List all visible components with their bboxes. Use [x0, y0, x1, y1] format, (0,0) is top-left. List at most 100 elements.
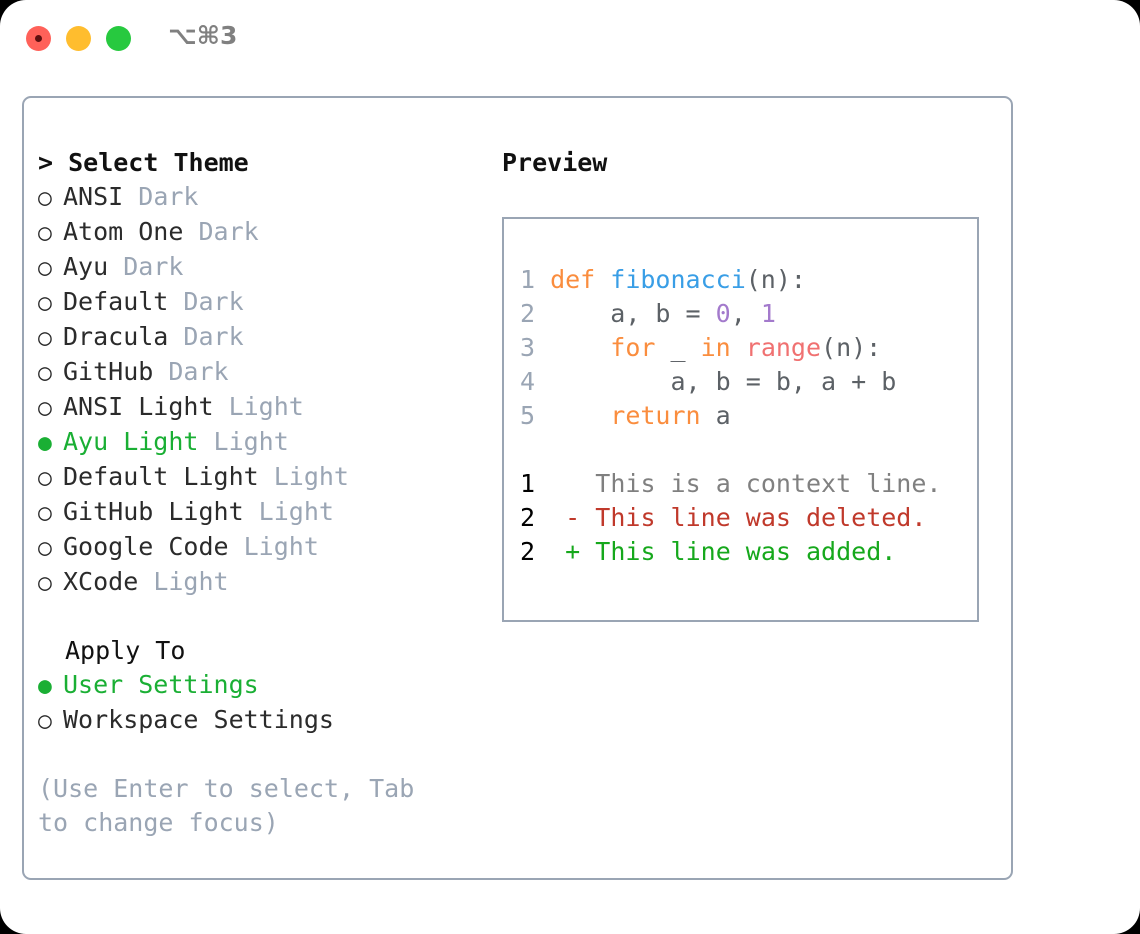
- theme-option-label: XCode: [63, 567, 154, 596]
- theme-option-label: Default Light: [63, 462, 274, 491]
- theme-option-variant: Light: [258, 497, 334, 526]
- code-line: 1 def fibonacci(n):: [520, 263, 896, 297]
- keyboard-shortcut-label: ⌥⌘3: [168, 21, 238, 50]
- spacer: [38, 600, 488, 634]
- code-token: (n):: [745, 265, 806, 294]
- radio-selected-icon: ●: [38, 673, 52, 699]
- apply-to-option-workspace-settings[interactable]: ○ Workspace Settings: [38, 703, 488, 738]
- theme-option-dracula[interactable]: ○Dracula Dark: [38, 320, 488, 355]
- theme-option-label: GitHub Light: [63, 497, 259, 526]
- theme-option-google-code[interactable]: ○Google Code Light: [38, 530, 488, 565]
- diff-line-deleted: 2 - This line was deleted.: [520, 501, 941, 535]
- code-gutter-space: [535, 401, 550, 430]
- code-token: [550, 401, 610, 430]
- code-line-number: 3: [520, 333, 536, 362]
- diff-gutter-space: [535, 537, 565, 566]
- apply-to-option-label: User Settings: [63, 670, 259, 699]
- code-token: [595, 265, 610, 294]
- code-token: 1: [760, 299, 776, 328]
- preview-heading: Preview: [502, 148, 608, 177]
- apply-to-option-user-settings[interactable]: ● User Settings: [38, 668, 488, 703]
- select-theme-heading: > Select Theme: [38, 148, 249, 177]
- radio-unselected-icon: ○: [38, 535, 52, 561]
- minimize-button[interactable]: [66, 26, 91, 51]
- radio-unselected-icon: ○: [38, 325, 52, 351]
- window-controls: [26, 26, 131, 51]
- code-token: a: [700, 401, 731, 430]
- theme-option-label: Ayu Light: [63, 427, 214, 456]
- diff-line-context: 1 This is a context line.: [520, 467, 941, 501]
- theme-option-github[interactable]: ○GitHub Dark: [38, 355, 488, 390]
- radio-unselected-icon: ○: [38, 465, 52, 491]
- theme-option-variant: Light: [153, 567, 229, 596]
- theme-option-default[interactable]: ○Default Dark: [38, 285, 488, 320]
- code-token: [731, 333, 746, 362]
- code-gutter-space: [535, 367, 550, 396]
- theme-option-variant: Dark: [198, 217, 259, 246]
- diff-line-added: 2 + This line was added.: [520, 535, 941, 569]
- theme-option-list[interactable]: ○ANSI Dark○Atom One Dark○Ayu Dark○Defaul…: [38, 180, 488, 600]
- diff-gutter-space: [535, 503, 565, 532]
- theme-option-label: Default: [63, 287, 184, 316]
- theme-option-label: ANSI Light: [63, 392, 229, 421]
- diff-marker: [565, 469, 580, 498]
- diff-marker: -: [565, 503, 581, 532]
- radio-unselected-icon: ○: [38, 570, 52, 596]
- theme-option-atom-one[interactable]: ○ Atom One Dark: [38, 215, 488, 250]
- theme-option-variant: Light: [243, 532, 319, 561]
- code-line: 3 for _ in range(n):: [520, 331, 896, 365]
- code-token: return: [610, 401, 701, 430]
- theme-option-label: Ayu: [63, 252, 124, 281]
- radio-unselected-icon: ○: [38, 185, 52, 211]
- code-token: 0: [715, 299, 731, 328]
- code-token: def: [550, 265, 596, 294]
- theme-option-variant: Dark: [183, 287, 244, 316]
- theme-option-default-light[interactable]: ○Default Light Light: [38, 460, 488, 495]
- code-token: [550, 333, 610, 362]
- code-token: _: [655, 333, 701, 362]
- theme-option-xcode[interactable]: ○ XCode Light: [38, 565, 488, 600]
- code-line: 5 return a: [520, 399, 896, 433]
- code-line-number: 5: [520, 401, 536, 430]
- diff-line-number: 2: [520, 537, 536, 566]
- code-token: ,: [730, 299, 761, 328]
- apply-to-option-label: Workspace Settings: [63, 705, 334, 734]
- code-gutter-space: [535, 333, 550, 362]
- apply-to-label: Apply To: [65, 636, 186, 665]
- diff-gutter-space: [535, 469, 565, 498]
- theme-option-label: ANSI: [63, 182, 139, 211]
- code-line-number: 4: [520, 367, 536, 396]
- radio-unselected-icon: ○: [38, 220, 52, 246]
- diff-marker: +: [565, 537, 581, 566]
- radio-unselected-icon: ○: [38, 360, 52, 386]
- theme-list-column: > Select Theme ○ANSI Dark○Atom One Dark○…: [38, 146, 488, 840]
- theme-option-variant: Light: [228, 392, 304, 421]
- code-gutter-space: [535, 299, 550, 328]
- theme-selector-panel: > Select Theme ○ANSI Dark○Atom One Dark○…: [22, 96, 1013, 880]
- code-token: a, b: [550, 299, 686, 328]
- title-bar: ⌥⌘3: [0, 0, 1140, 78]
- theme-option-label: Atom One: [63, 217, 199, 246]
- theme-option-ansi[interactable]: ○ ANSI Dark: [38, 180, 488, 215]
- code-token: a, b = b, a + b: [550, 367, 897, 396]
- theme-option-ayu[interactable]: ○Ayu Dark: [38, 250, 488, 285]
- close-button[interactable]: [26, 26, 51, 51]
- code-token: fibonacci: [610, 265, 746, 294]
- radio-unselected-icon: ○: [38, 255, 52, 281]
- theme-option-variant: Dark: [183, 322, 244, 351]
- theme-option-variant: Dark: [138, 182, 199, 211]
- radio-unselected-icon: ○: [38, 708, 52, 734]
- zoom-button[interactable]: [106, 26, 131, 51]
- diff-sample: 1 This is a context line.2 - This line w…: [520, 467, 941, 569]
- diff-line-text: This line was added.: [580, 537, 897, 566]
- code-line-number: 1: [520, 265, 536, 294]
- apply-to-option-list[interactable]: ● User Settings ○ Workspace Settings: [38, 668, 488, 738]
- theme-option-github-light[interactable]: ○GitHub Light Light: [38, 495, 488, 530]
- code-gutter-space: [535, 265, 550, 294]
- code-line-number: 2: [520, 299, 536, 328]
- theme-option-ansi-light[interactable]: ○ANSI Light Light: [38, 390, 488, 425]
- theme-option-ayu-light[interactable]: ●Ayu Light Light: [38, 425, 488, 460]
